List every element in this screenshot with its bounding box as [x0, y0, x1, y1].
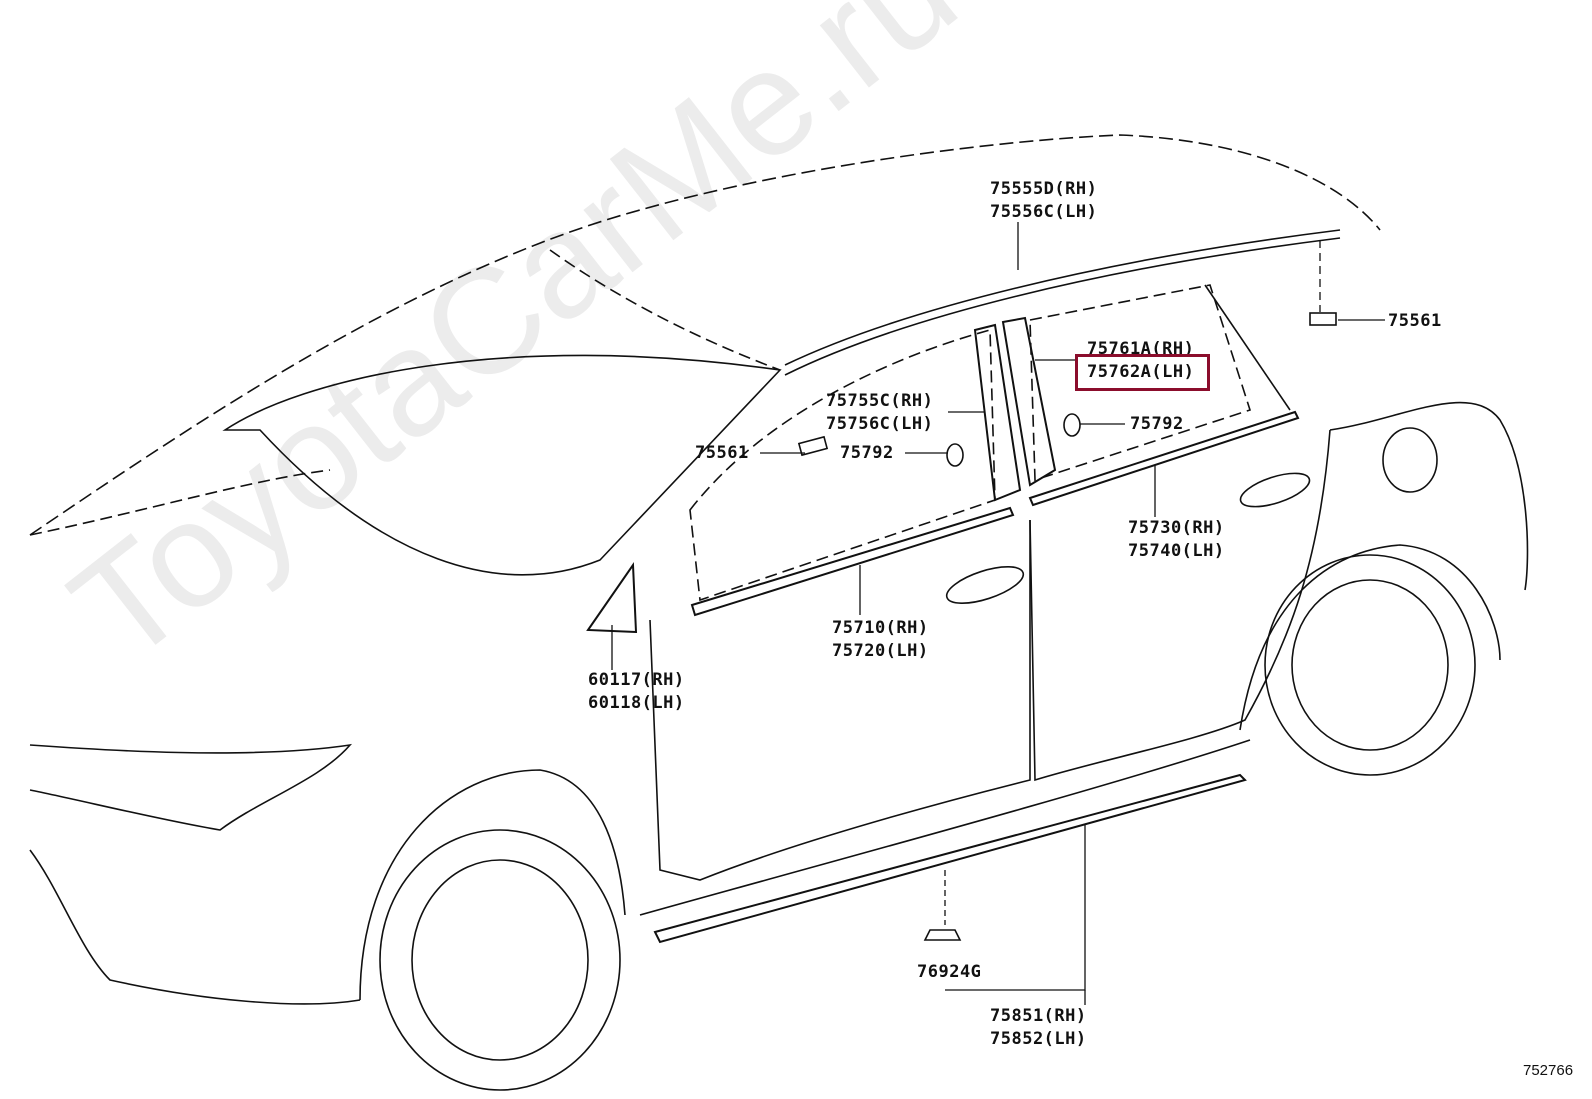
clip-rear-shape — [1309, 312, 1337, 326]
pillar-garnish-front-shape — [973, 323, 1022, 502]
part-number: 75730(RH) — [1128, 518, 1225, 538]
pillar-garnish-rear-shape — [1001, 316, 1057, 487]
front-wheel-arch — [359, 769, 626, 1001]
grommet-rear-shape — [1063, 413, 1081, 437]
part-number: 75740(LH) — [1128, 541, 1225, 561]
highlight-box — [1075, 354, 1210, 391]
quarter-garnish-shape — [586, 561, 638, 634]
part-number: 76924G — [917, 962, 982, 982]
rocker-molding-shape — [653, 773, 1247, 944]
part-number: 75851(RH) — [990, 1006, 1087, 1026]
part-number: 75852(LH) — [990, 1029, 1087, 1049]
rear-wheel — [1264, 554, 1476, 776]
callout-clip-rear: 75561 — [1388, 310, 1442, 333]
belt-molding-front-shape — [690, 506, 1015, 617]
part-number: 75710(RH) — [832, 618, 929, 638]
roof-line — [29, 134, 1381, 536]
part-number: 75555D(RH) — [990, 179, 1098, 199]
part-number: 75792 — [840, 443, 894, 463]
part-number-highlighted[interactable]: 75762A(LH) — [1087, 362, 1195, 382]
part-number: 75556C(LH) — [990, 202, 1098, 222]
callout-grommet-front: 75792 — [840, 442, 894, 465]
part-number: 75756C(LH) — [826, 414, 934, 434]
part-number: 60118(LH) — [588, 693, 685, 713]
callout-grommet-rear: 75792 — [1130, 413, 1184, 436]
roof-rail — [784, 229, 1341, 366]
front-window — [689, 328, 996, 602]
part-number: 75561 — [1388, 311, 1442, 331]
rear-window — [1029, 284, 1252, 482]
part-number: 75720(LH) — [832, 641, 929, 661]
diagram-reference-number: 752766 — [1523, 1062, 1574, 1079]
callout-roof-molding: 75555D(RH) 75556C(LH) — [990, 178, 1097, 224]
rocker-clip-shape — [923, 929, 962, 941]
part-number: 60117(RH) — [588, 670, 685, 690]
clip-front-shape — [797, 435, 829, 457]
front-wheel — [379, 829, 621, 1091]
windshield — [222, 354, 782, 576]
callout-quarter-garnish: 60117(RH) 60118(LH) — [588, 669, 685, 715]
callout-belt-molding-front: 75710(RH) 75720(LH) — [832, 617, 929, 663]
part-number: 75755C(RH) — [826, 391, 934, 411]
callout-rocker-clip: 76924G — [917, 961, 981, 984]
part-number: 75561 — [695, 443, 749, 463]
callout-clip-front: 75561 — [695, 442, 749, 465]
belt-molding-rear-shape — [1028, 410, 1300, 507]
part-number: 75792 — [1130, 414, 1184, 434]
callout-rocker-molding: 75851(RH) 75852(LH) — [990, 1005, 1087, 1051]
grommet-front-shape — [946, 443, 964, 467]
callout-pillar-garnish-front: 75755C(RH) 75756C(LH) — [826, 390, 933, 436]
rear-wheel-arch — [1239, 544, 1501, 731]
callout-belt-molding-rear: 75730(RH) 75740(LH) — [1128, 517, 1225, 563]
